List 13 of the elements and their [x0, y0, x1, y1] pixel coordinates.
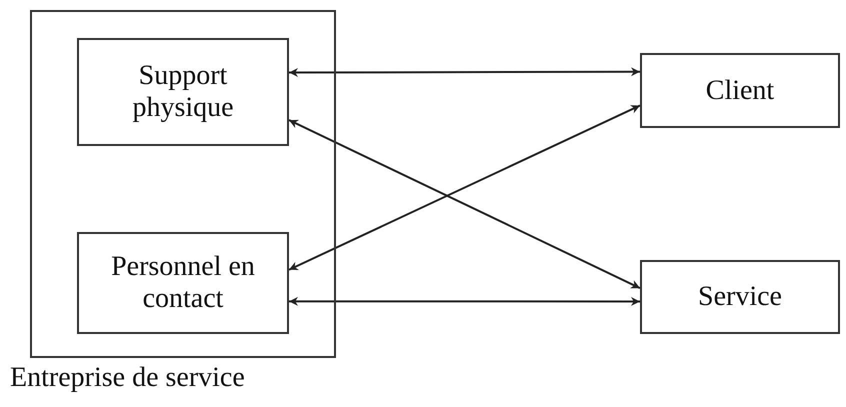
process-box [640, 53, 840, 128]
arrow [289, 296, 640, 306]
group-label: Entreprise de service [10, 362, 245, 394]
process-box [77, 38, 289, 146]
arrow [288, 119, 640, 290]
node-label: Support physique [131, 60, 235, 124]
node-label: Service [698, 281, 782, 313]
arrow [288, 104, 640, 271]
arrow [289, 67, 640, 78]
process-box [640, 260, 840, 334]
node-label: Personnel en contact [110, 251, 256, 315]
node-label: Client [706, 74, 774, 106]
process-box [77, 232, 289, 334]
